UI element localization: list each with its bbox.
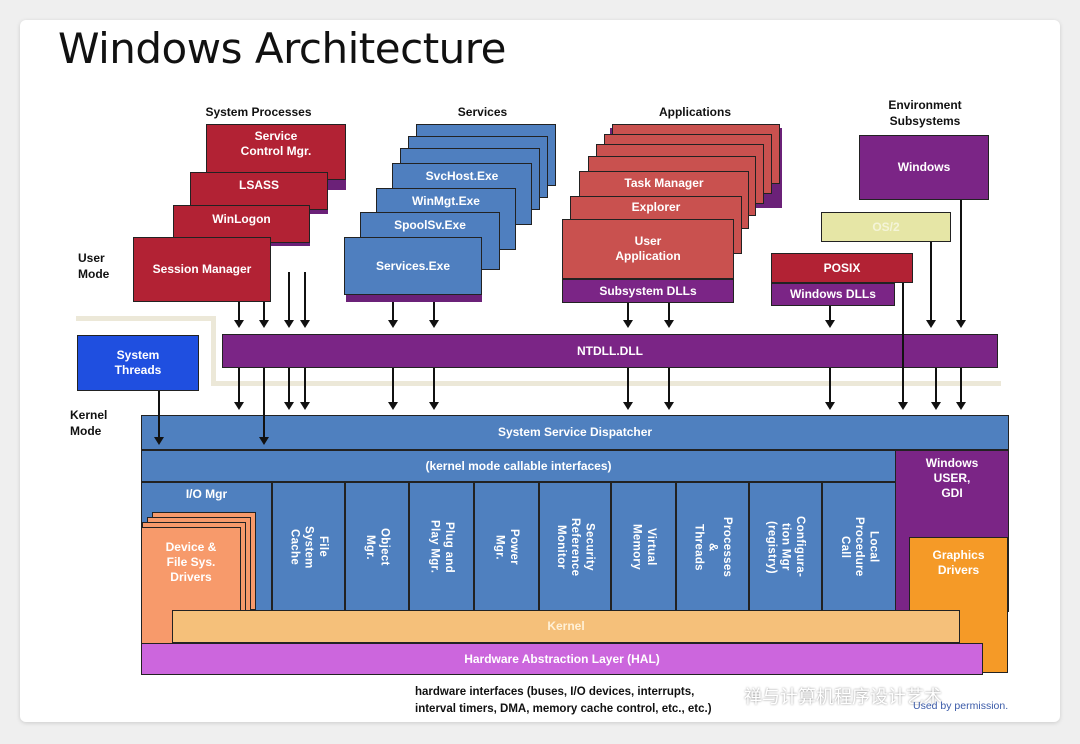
permission-note: Used by permission. bbox=[913, 700, 1009, 712]
arrow bbox=[926, 242, 936, 328]
ntdll-box[interactable]: NTDLL.DLL bbox=[222, 334, 998, 368]
arrow bbox=[388, 368, 398, 410]
arrow bbox=[300, 272, 310, 328]
arrow bbox=[664, 303, 674, 328]
power-manager-box[interactable]: Power Mgr. bbox=[474, 482, 539, 612]
arrow bbox=[429, 302, 439, 328]
hal-box[interactable]: Hardware Abstraction Layer (HAL) bbox=[141, 643, 983, 675]
arrow bbox=[259, 302, 269, 328]
label-user-mode: User Mode bbox=[78, 251, 110, 282]
arrow bbox=[284, 368, 294, 410]
windows-subsystem-box[interactable]: Windows bbox=[859, 135, 989, 200]
kernel-box[interactable]: Kernel bbox=[172, 610, 960, 643]
lsass-box[interactable]: LSASS bbox=[190, 172, 328, 210]
arrow bbox=[259, 368, 269, 445]
label-services: Services bbox=[457, 105, 508, 119]
mode-boundary bbox=[211, 316, 216, 386]
shadow-bar bbox=[346, 293, 482, 302]
arrow bbox=[300, 368, 310, 410]
plug-and-play-manager-box[interactable]: Plug and Play Mgr. bbox=[409, 482, 474, 612]
processes-threads-box[interactable]: Processes & Threads bbox=[676, 482, 749, 612]
kernel-callable-interfaces-box[interactable]: (kernel mode callable interfaces) bbox=[141, 450, 896, 482]
file-system-cache-box[interactable]: File System Cache bbox=[272, 482, 345, 612]
arrow bbox=[388, 302, 398, 328]
windows-dlls-box[interactable]: Windows DLLs bbox=[771, 283, 895, 306]
arrow bbox=[234, 302, 244, 328]
configuration-manager-box[interactable]: Configura- tion Mgr (registry) bbox=[749, 482, 822, 612]
hardware-interfaces-note: hardware interfaces (buses, I/O devices,… bbox=[415, 686, 712, 715]
local-procedure-call-box[interactable]: Local Procedure Call bbox=[822, 482, 896, 612]
watermark: 禅与计算机程序设计艺术 bbox=[744, 687, 942, 707]
services-exe-box[interactable]: Services.Exe bbox=[344, 237, 482, 295]
label-system-processes: System Processes bbox=[205, 105, 312, 119]
arrow bbox=[825, 368, 835, 410]
arrow bbox=[284, 272, 294, 328]
arrow bbox=[931, 368, 941, 410]
arrow bbox=[623, 368, 633, 410]
arrow bbox=[825, 306, 835, 328]
object-manager-box[interactable]: Object Mgr. bbox=[345, 482, 409, 612]
user-application-box[interactable]: User Application bbox=[562, 219, 734, 279]
label-applications: Applications bbox=[658, 105, 731, 119]
service-control-manager-box[interactable]: Service Control Mgr. bbox=[206, 124, 346, 180]
posix-subsystem-box[interactable]: POSIX bbox=[771, 253, 913, 283]
label-kernel-mode: Kernel Mode bbox=[70, 408, 108, 439]
virtual-memory-box[interactable]: Virtual Memory bbox=[611, 482, 676, 612]
arrow bbox=[234, 368, 244, 410]
session-manager-box[interactable]: Session Manager bbox=[133, 237, 271, 302]
arrow bbox=[664, 368, 674, 410]
mode-boundary bbox=[76, 316, 216, 321]
arrow bbox=[898, 283, 908, 410]
subsystem-dlls-box[interactable]: Subsystem DLLs bbox=[562, 279, 734, 303]
label-environment-subsystems: Environment Subsystems bbox=[888, 98, 962, 129]
arrow bbox=[956, 200, 966, 328]
system-service-dispatcher-box[interactable]: System Service Dispatcher bbox=[141, 415, 1009, 450]
security-reference-monitor-box[interactable]: Security Reference Monitor bbox=[539, 482, 611, 612]
system-threads-box[interactable]: System Threads bbox=[77, 335, 199, 391]
arrow bbox=[623, 303, 633, 328]
arrow bbox=[429, 368, 439, 410]
arrow bbox=[154, 391, 164, 445]
os2-subsystem-box[interactable]: OS/2 bbox=[821, 212, 951, 242]
arrow bbox=[956, 368, 966, 410]
page-title: Windows Architecture bbox=[58, 24, 506, 73]
mode-boundary bbox=[211, 381, 1001, 386]
